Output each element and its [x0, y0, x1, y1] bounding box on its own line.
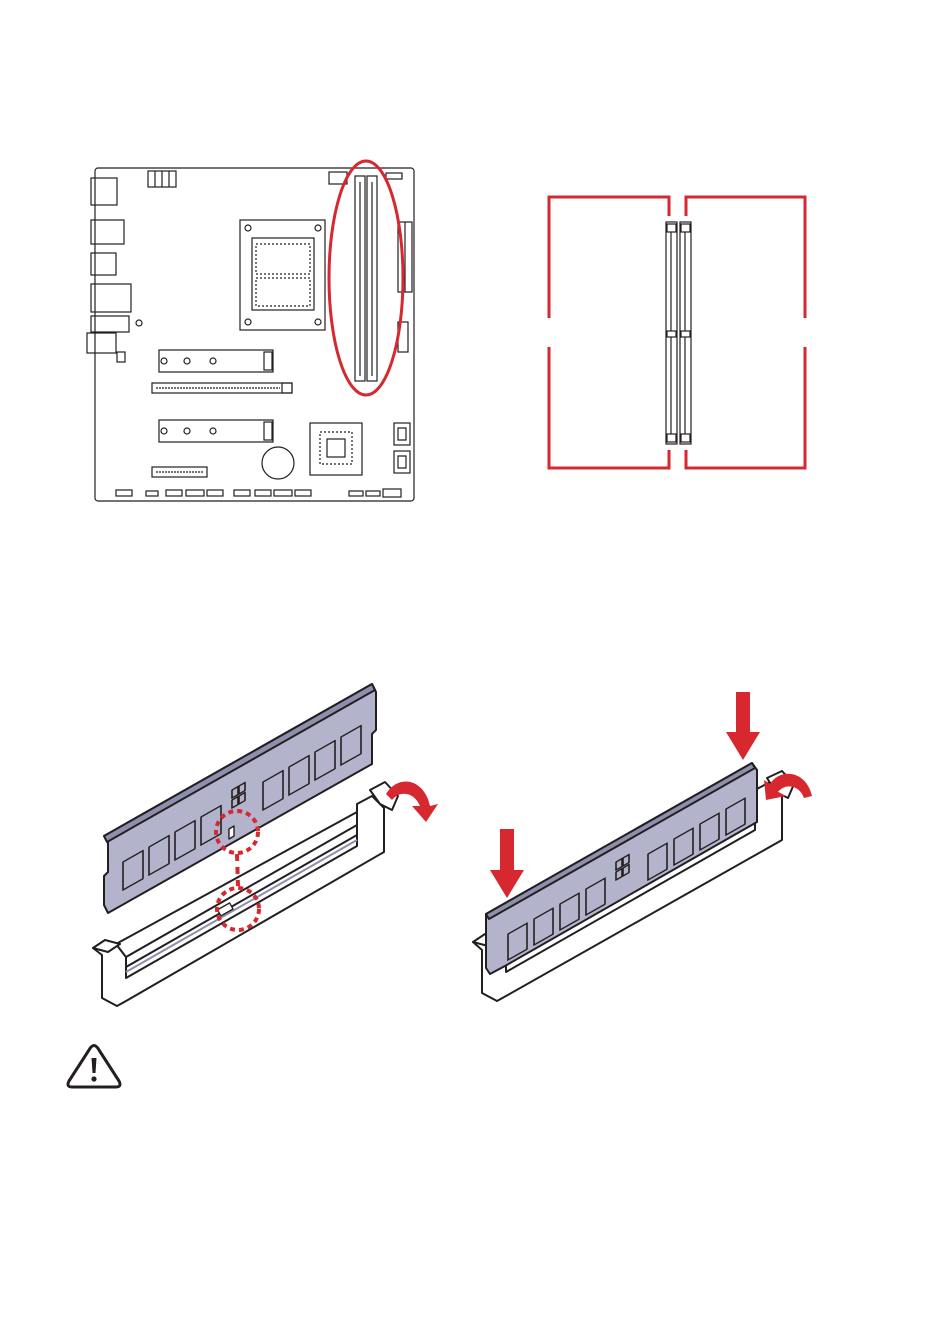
warning-triangle-icon	[68, 1046, 120, 1088]
push-down-arrow-left	[490, 829, 524, 898]
install-step-1	[93, 684, 438, 1006]
install-step-2	[473, 692, 812, 1001]
motherboard-diagram	[87, 168, 414, 501]
alignment-line	[237, 854, 238, 886]
push-down-arrow-right	[726, 692, 760, 760]
dimm-slots-closeup	[549, 197, 805, 468]
motherboard-outline	[95, 168, 414, 501]
